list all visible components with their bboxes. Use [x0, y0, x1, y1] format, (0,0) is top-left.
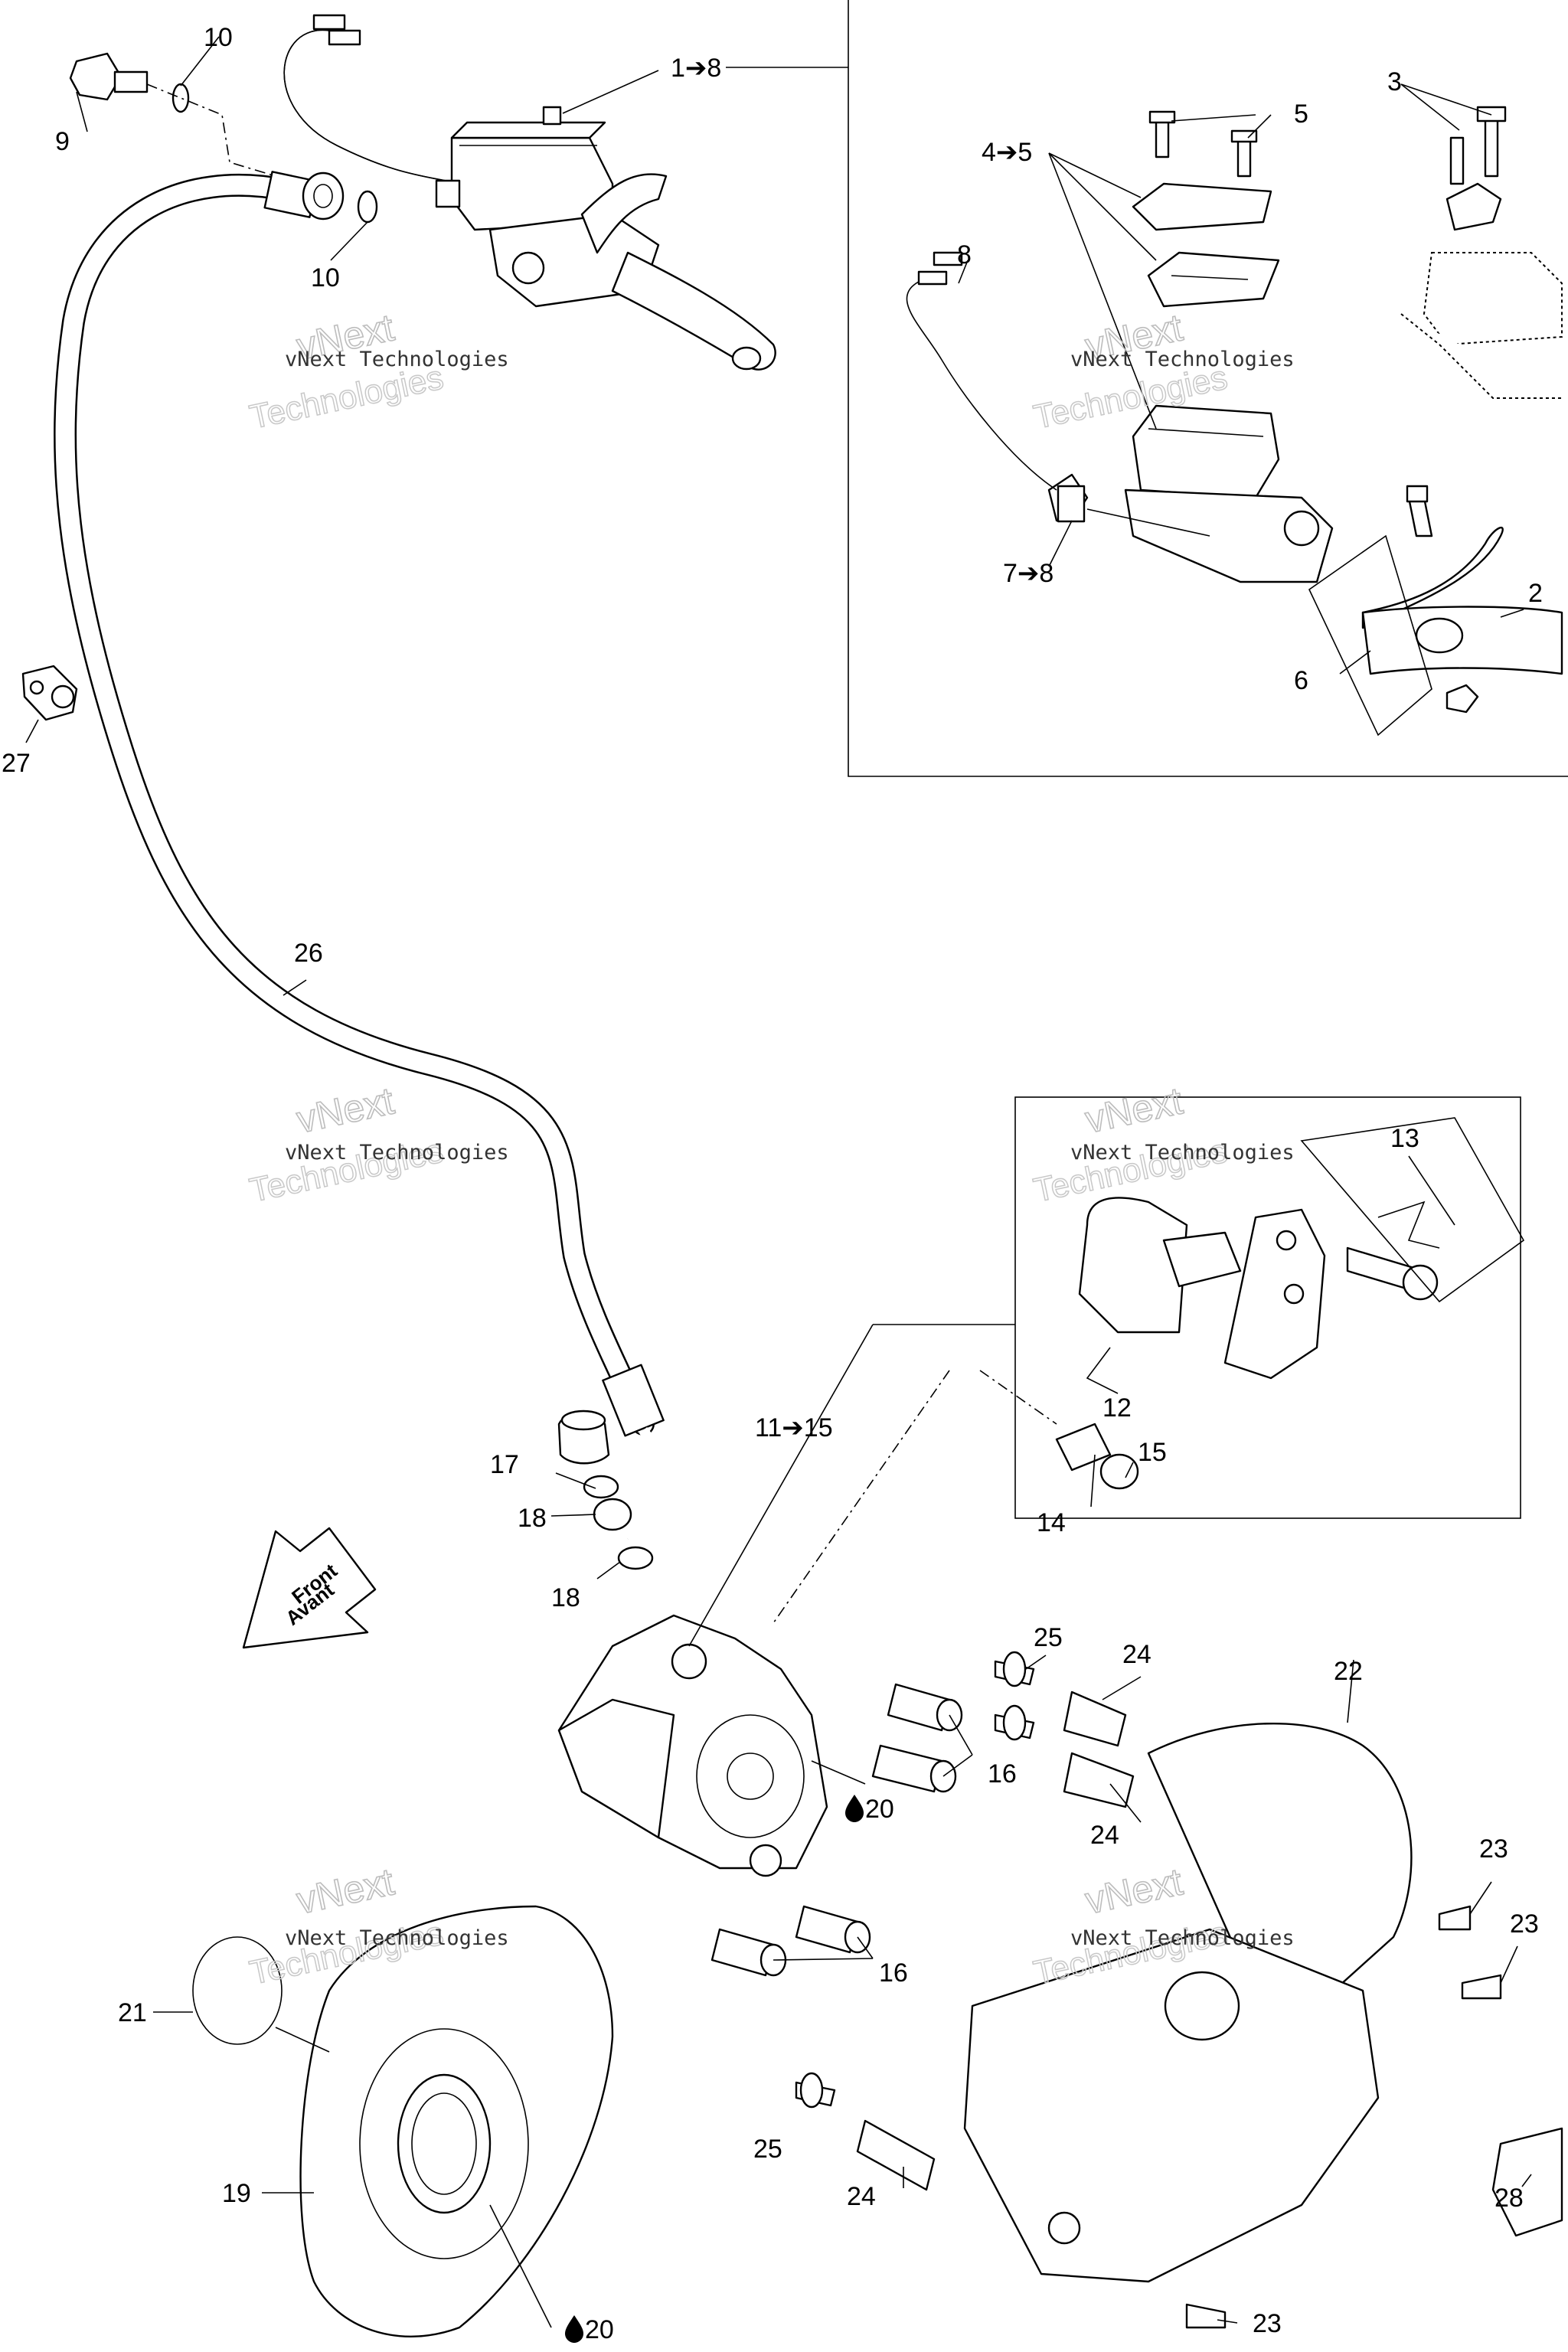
watermark-1: vNext Technologies vNext Technologies: [246, 305, 509, 437]
callout-3: 3: [1387, 67, 1402, 96]
callout-23-middle: 23: [1510, 1909, 1539, 1939]
callout-10-top: 10: [204, 23, 233, 52]
hose-fitting-top: [263, 171, 345, 220]
master-cylinder-detail-box: [848, 0, 1568, 777]
callout-2: 2: [1528, 579, 1543, 608]
callout-9: 9: [55, 127, 70, 156]
washer-icon: [583, 1475, 619, 1499]
brake-disc: [299, 1905, 614, 2337]
caliper-bolts: [710, 1683, 963, 1977]
callout-15: 15: [1138, 1438, 1167, 1467]
watermark-vnext: vNext: [293, 1079, 398, 1141]
watermark-caption: vNext Technologies: [1070, 1141, 1295, 1165]
brake-light-switch: [1057, 485, 1086, 523]
leader-lines: [25, 36, 1532, 2328]
sealing-washer-icon: [357, 190, 378, 224]
callout-8: 8: [957, 240, 972, 270]
callout-20-caliper: 20: [865, 1795, 894, 1824]
callout-20-disc: 20: [585, 2315, 614, 2344]
caliper-detail-box: [1014, 1096, 1521, 1519]
watermark-caption: vNext Technologies: [1070, 1926, 1295, 1950]
drop-icon: [565, 2315, 583, 2343]
callout-26: 26: [294, 939, 323, 968]
bleeder-valve: [1055, 1423, 1139, 1490]
brake-hose: [54, 173, 670, 1544]
callout-4-5: 4➔5: [982, 138, 1032, 167]
spacers-and-bolts: [795, 1651, 1502, 2329]
callout-24-lower: 24: [847, 2182, 876, 2211]
callout-25-lower: 25: [753, 2135, 782, 2164]
watermark-vnext: vNext: [1082, 1860, 1187, 1922]
washer-icon: [617, 1546, 654, 1570]
caliper-banjo-bolt: [557, 1410, 610, 1465]
callout-27: 27: [2, 749, 31, 778]
brake-lever-detail: [1308, 485, 1563, 737]
callout-1-8: 1➔8: [671, 54, 721, 83]
brake-caliper: [557, 1614, 828, 1877]
callout-24-upper: 24: [1122, 1640, 1152, 1669]
callout-12: 12: [1102, 1393, 1132, 1423]
callout-16-upper: 16: [988, 1759, 1017, 1788]
callout-23-upper: 23: [1479, 1834, 1508, 1864]
callout-11-15: 11➔15: [755, 1413, 833, 1442]
drop-icon: [845, 1795, 864, 1822]
callout-25-upper: 25: [1034, 1623, 1063, 1652]
front-direction-arrow: Front Avant: [242, 1527, 377, 1649]
callout-18-upper: 18: [518, 1504, 547, 1533]
callout-18-lower: 18: [551, 1583, 580, 1612]
reference-master-cylinder: [1400, 106, 1563, 399]
hose-clip: [21, 665, 78, 721]
callout-5: 5: [1294, 100, 1308, 129]
watermark-4: vNext Technologies vNext Technologies: [1030, 1079, 1295, 1210]
watermark-caption: vNext Technologies: [285, 1926, 509, 1950]
callout-23-lower: 23: [1253, 2309, 1282, 2338]
washer-icon: [593, 1498, 632, 1531]
callout-10-lower: 10: [311, 263, 340, 292]
callout-14: 14: [1037, 1508, 1066, 1537]
callout-6: 6: [1294, 666, 1308, 695]
master-cylinder-assembly: [435, 106, 776, 371]
watermark-caption: vNext Technologies: [1070, 348, 1295, 371]
watermark-caption: vNext Technologies: [285, 1141, 509, 1165]
callout-16-lower: 16: [879, 1958, 908, 1988]
callout-7-8: 7➔8: [1003, 559, 1054, 588]
watermark-caption: vNext Technologies: [285, 348, 509, 371]
callout-17: 17: [490, 1450, 519, 1479]
callout-28: 28: [1494, 2184, 1524, 2213]
callout-24-middle: 24: [1090, 1821, 1119, 1850]
callout-labels: 1➔8 10 9 10 8 4➔5 5 3 7➔8 6 2 27 26 13 1…: [2, 23, 1543, 2344]
watermark-vnext: vNext: [1082, 1079, 1187, 1141]
callout-13: 13: [1390, 1124, 1419, 1153]
watermark-vnext: vNext: [293, 1860, 398, 1922]
callout-22: 22: [1334, 1657, 1363, 1686]
callout-21: 21: [118, 1998, 147, 2027]
brake-pads-detail: [1078, 1117, 1525, 1380]
disc-guard: [963, 1723, 1413, 2283]
decal: [1491, 2127, 1563, 2237]
callout-19: 19: [222, 2179, 251, 2208]
o-ring: [192, 1936, 283, 2045]
banjo-bolt: [69, 52, 190, 113]
watermark-3: vNext Technologies vNext Technologies: [246, 1079, 509, 1210]
master-cylinder-exploded: [906, 110, 1334, 583]
